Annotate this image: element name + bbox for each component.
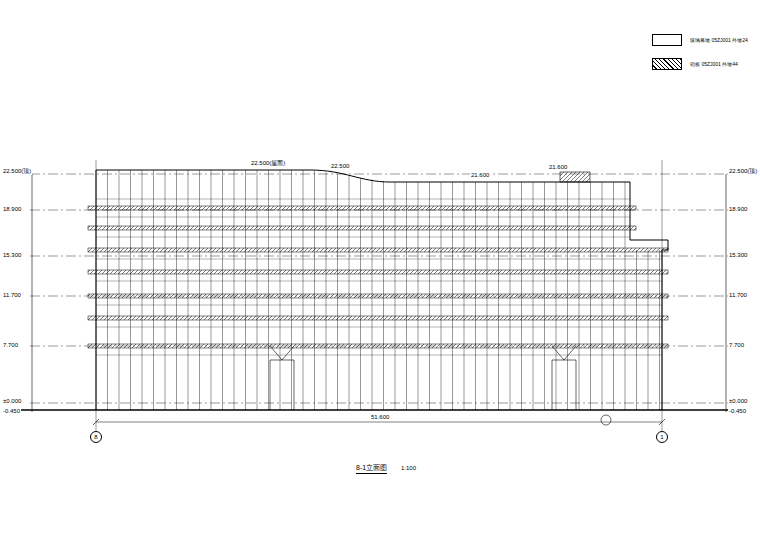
legend-swatch xyxy=(652,34,682,46)
elevation-mark: 18.900 xyxy=(728,206,748,213)
dimension-bar xyxy=(726,174,727,412)
elevation-mark: 22.500(屋面) xyxy=(250,160,286,167)
floor-band xyxy=(88,294,668,298)
floor-band xyxy=(88,206,636,210)
legend-text: 玻璃幕墙 05ZJ001 外墙24 xyxy=(690,37,748,43)
floor-band xyxy=(88,226,636,230)
transom xyxy=(96,217,630,218)
axis-line xyxy=(662,160,663,431)
roof-equipment xyxy=(560,172,590,182)
elevation-mark: -0.450 xyxy=(2,408,21,415)
elevation-mark: 22.500(顶) xyxy=(2,168,32,175)
dimension-tick xyxy=(659,419,665,425)
elevation-mark: 7.700 xyxy=(2,342,19,349)
elevation-mark: 7.700 xyxy=(728,342,745,349)
floor-band xyxy=(88,316,668,320)
axis-number: 1 xyxy=(660,434,663,440)
floor-band xyxy=(88,344,668,348)
drawing-title: 8-1立面图 xyxy=(356,463,387,474)
axis-bubble: 1 xyxy=(656,431,668,443)
elevation-mark: 22.500(顶) xyxy=(728,168,758,175)
elevation-mark: -0.450 xyxy=(728,408,747,415)
axis-line xyxy=(96,160,97,431)
elevation-mark: 21.600 xyxy=(470,172,490,179)
axis-number: 8 xyxy=(94,434,97,440)
elevation-mark: ±0.000 xyxy=(2,398,22,405)
transom xyxy=(96,259,662,260)
ground-line xyxy=(20,409,740,410)
axis-bubble: 8 xyxy=(90,431,102,443)
legend-swatch xyxy=(652,58,682,70)
elevation-mark: 11.700 xyxy=(728,292,748,299)
building xyxy=(20,160,740,431)
legend-text: 铝板 05ZJ001 外墙44 xyxy=(690,61,738,67)
level-line xyxy=(30,174,730,175)
section-marker xyxy=(601,415,611,425)
elevation-mark: 18.900 xyxy=(2,206,22,213)
dimension-tick xyxy=(93,419,99,425)
entrance xyxy=(552,346,576,410)
legend-row: 玻璃幕墙 05ZJ001 外墙24 xyxy=(652,34,748,46)
dimension-bar xyxy=(32,174,33,412)
transom xyxy=(96,305,662,306)
mullion xyxy=(349,176,350,410)
dimension-line xyxy=(96,422,662,423)
transom xyxy=(96,237,630,238)
elevation-mark: 21.600 xyxy=(548,164,568,171)
scale-note: 1:100 xyxy=(400,465,417,472)
elevation-mark: 15.300 xyxy=(728,252,748,259)
elevation-mark: 22.500 xyxy=(330,163,350,170)
elevation-mark: 15.300 xyxy=(2,252,22,259)
entrance xyxy=(270,346,294,410)
elevation-mark: ±0.000 xyxy=(728,398,748,405)
transom xyxy=(96,199,630,200)
elevation-mark: 11.700 xyxy=(2,292,22,299)
floor-band xyxy=(88,248,668,252)
floor-band xyxy=(88,270,668,274)
transom xyxy=(96,281,662,282)
dimension-text: 51.600 xyxy=(370,414,390,421)
transom xyxy=(96,355,662,356)
legend-row: 铝板 05ZJ001 外墙44 xyxy=(652,58,738,70)
transom xyxy=(96,327,662,328)
